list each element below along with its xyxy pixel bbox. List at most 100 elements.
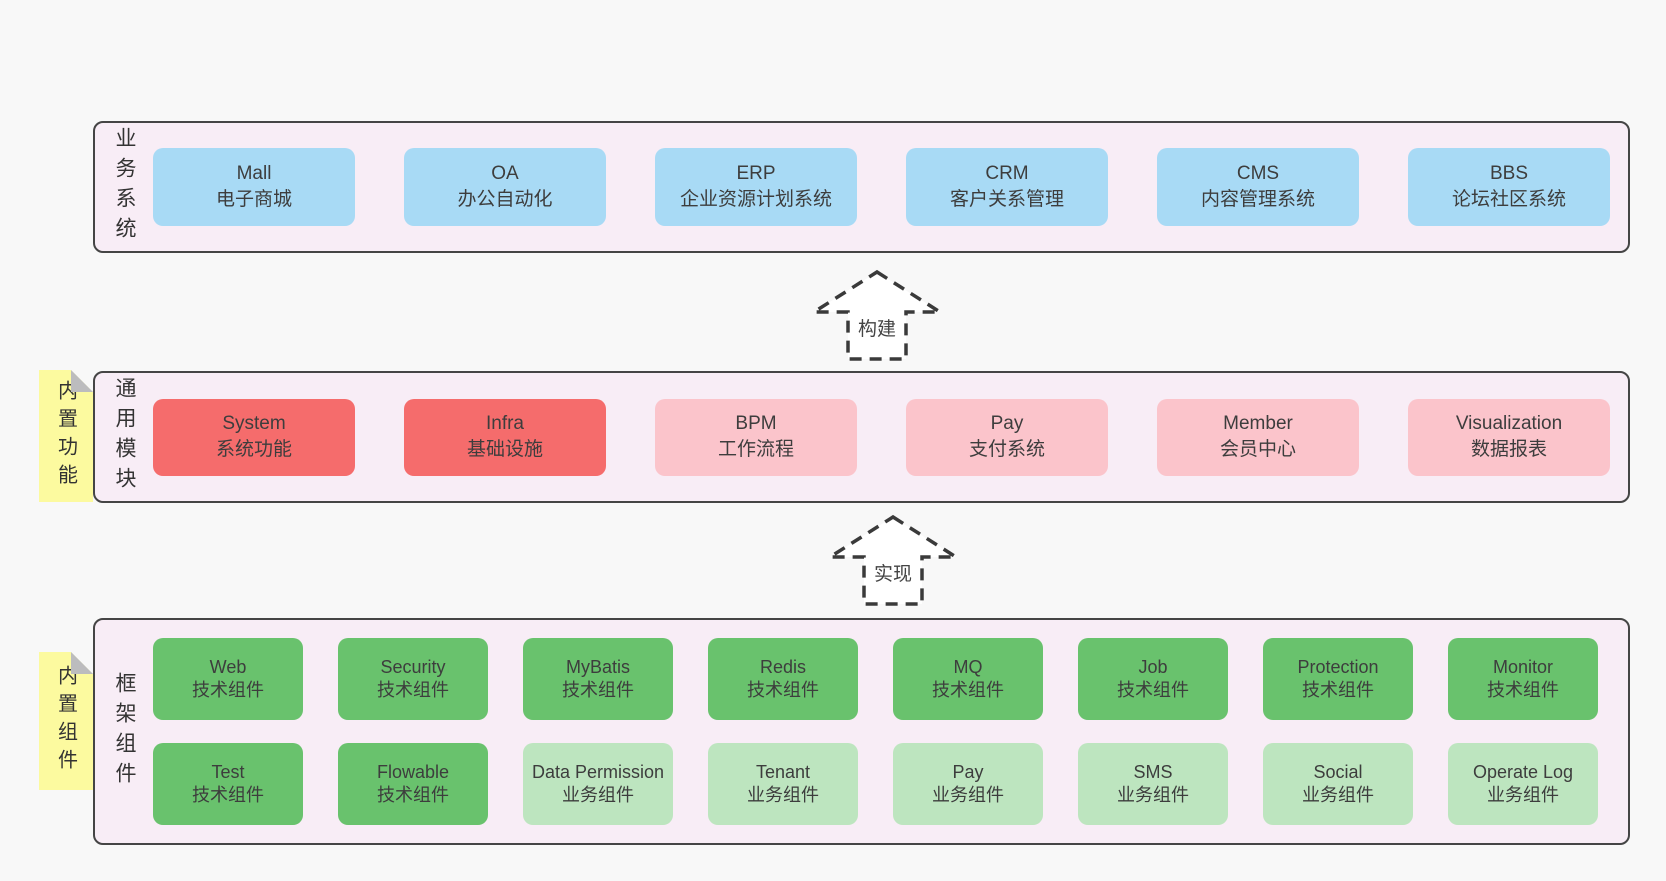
- box-subtitle: 业务组件: [932, 785, 1004, 805]
- build-arrow: 构建: [810, 268, 944, 363]
- dashed-up-arrow-icon: [810, 269, 944, 361]
- box-subtitle: 技术组件: [562, 680, 634, 700]
- box-subtitle: 技术组件: [1302, 680, 1374, 700]
- panel-framework-components: 框架组件 Web 技术组件 Security 技术组件 MyBatis 技术组件…: [93, 618, 1630, 845]
- box-title: Web: [209, 656, 247, 677]
- box-title: Pay: [990, 412, 1024, 434]
- box-social: Social 业务组件: [1263, 743, 1413, 825]
- box-security: Security 技术组件: [338, 638, 488, 720]
- box-subtitle: 业务组件: [1487, 785, 1559, 805]
- box-title: Protection: [1297, 656, 1379, 677]
- box-title: BPM: [735, 412, 777, 434]
- box-title: BBS: [1489, 162, 1529, 184]
- box-cms: CMS 内容管理系统: [1157, 148, 1359, 226]
- box-data-permission: Data Permission 业务组件: [523, 743, 673, 825]
- box-subtitle: 技术组件: [1117, 680, 1189, 700]
- box-subtitle: 工作流程: [717, 439, 794, 460]
- box-subtitle: 技术组件: [932, 680, 1004, 700]
- build-arrow-label: 构建: [857, 319, 896, 340]
- box-subtitle: 技术组件: [1487, 680, 1559, 700]
- box-mq: MQ 技术组件: [893, 638, 1043, 720]
- sticky-note-built-in-components: 内置组件: [39, 652, 93, 790]
- box-subtitle: 电子商城: [215, 189, 292, 210]
- sticky-text: 内置组件: [54, 665, 77, 777]
- box-title: Flowable: [376, 761, 450, 782]
- box-title: Job: [1138, 656, 1168, 677]
- box-title: Visualization: [1455, 412, 1563, 434]
- business-box-row: Mall 电子商城 OA 办公自动化 ERP 企业资源计划系统 CRM 客户关系…: [153, 148, 1610, 226]
- panel-common-modules: 通用模块 System 系统功能 Infra 基础设施 BPM 工作流程 Pay…: [93, 371, 1630, 503]
- box-title: CRM: [985, 162, 1029, 184]
- panel-business-systems: 业务系统 Mall 电子商城 OA 办公自动化 ERP 企业资源计划系统 CRM…: [93, 121, 1630, 253]
- box-visualization: Visualization 数据报表: [1408, 398, 1610, 476]
- box-flowable: Flowable 技术组件: [338, 743, 488, 825]
- sticky-fold-icon: [71, 652, 93, 674]
- implement-arrow: 实现: [826, 513, 960, 608]
- implement-arrow-label: 实现: [873, 564, 912, 585]
- box-title: CMS: [1236, 162, 1280, 184]
- box-redis: Redis 技术组件: [708, 638, 858, 720]
- sticky-fold-icon: [71, 370, 93, 392]
- box-crm: CRM 客户关系管理: [906, 148, 1108, 226]
- box-subtitle: 客户关系管理: [949, 189, 1064, 210]
- box-subtitle: 业务组件: [1117, 785, 1189, 805]
- modules-box-row: System 系统功能 Infra 基础设施 BPM 工作流程 Pay 支付系统…: [153, 398, 1610, 476]
- box-title: System: [222, 412, 286, 434]
- box-title: Test: [211, 761, 245, 782]
- box-mybatis: MyBatis 技术组件: [523, 638, 673, 720]
- box-operate-log: Operate Log 业务组件: [1448, 743, 1598, 825]
- box-title: Mall: [236, 162, 272, 184]
- box-infra: Infra 基础设施: [404, 398, 606, 476]
- box-subtitle: 技术组件: [192, 785, 264, 805]
- sticky-note-built-in-features: 内置功能: [39, 370, 93, 502]
- box-title: Monitor: [1492, 656, 1554, 677]
- sticky-text: 内置功能: [54, 380, 77, 492]
- box-subtitle: 业务组件: [1302, 785, 1374, 805]
- box-subtitle: 技术组件: [377, 785, 449, 805]
- box-title: Security: [380, 656, 446, 677]
- box-bbs: BBS 论坛社区系统: [1408, 148, 1610, 226]
- box-oa: OA 办公自动化: [404, 148, 606, 226]
- box-title: Member: [1223, 412, 1293, 434]
- box-mall: Mall 电子商城: [153, 148, 355, 226]
- box-member: Member 会员中心: [1157, 398, 1359, 476]
- box-title: Social: [1313, 761, 1363, 782]
- box-title: Redis: [759, 656, 807, 677]
- box-subtitle: 数据报表: [1470, 439, 1547, 460]
- box-pay-component: Pay 业务组件: [893, 743, 1043, 825]
- box-title: Data Permission: [531, 761, 665, 782]
- box-title: Tenant: [755, 761, 811, 782]
- box-web: Web 技术组件: [153, 638, 303, 720]
- box-subtitle: 基础设施: [466, 439, 543, 460]
- box-test: Test 技术组件: [153, 743, 303, 825]
- box-subtitle: 业务组件: [747, 785, 819, 805]
- box-monitor: Monitor 技术组件: [1448, 638, 1598, 720]
- box-title: SMS: [1133, 761, 1173, 782]
- box-protection: Protection 技术组件: [1263, 638, 1413, 720]
- box-subtitle: 会员中心: [1219, 439, 1296, 460]
- framework-box-grid: Web 技术组件 Security 技术组件 MyBatis 技术组件 Redi…: [153, 638, 1598, 825]
- box-title: Operate Log: [1472, 761, 1574, 782]
- box-subtitle: 办公自动化: [457, 189, 553, 210]
- box-erp: ERP 企业资源计划系统: [655, 148, 857, 226]
- box-pay-system: Pay 支付系统: [906, 398, 1108, 476]
- box-subtitle: 业务组件: [562, 785, 634, 805]
- box-subtitle: 企业资源计划系统: [679, 189, 832, 210]
- box-title: MyBatis: [565, 656, 630, 677]
- box-subtitle: 论坛社区系统: [1451, 189, 1566, 210]
- box-title: Pay: [952, 761, 984, 782]
- box-subtitle: 技术组件: [192, 680, 264, 700]
- box-tenant: Tenant 业务组件: [708, 743, 858, 825]
- panel-label-common-modules: 通用模块: [113, 377, 136, 497]
- dashed-up-arrow-icon: [826, 514, 960, 606]
- box-subtitle: 支付系统: [968, 439, 1045, 460]
- box-subtitle: 系统功能: [215, 439, 292, 460]
- box-system: System 系统功能: [153, 398, 355, 476]
- box-title: OA: [491, 162, 519, 184]
- box-job: Job 技术组件: [1078, 638, 1228, 720]
- panel-label-framework-components: 框架组件: [113, 671, 136, 792]
- panel-label-business-systems: 业务系统: [113, 127, 136, 247]
- box-subtitle: 技术组件: [747, 680, 819, 700]
- box-subtitle: 技术组件: [377, 680, 449, 700]
